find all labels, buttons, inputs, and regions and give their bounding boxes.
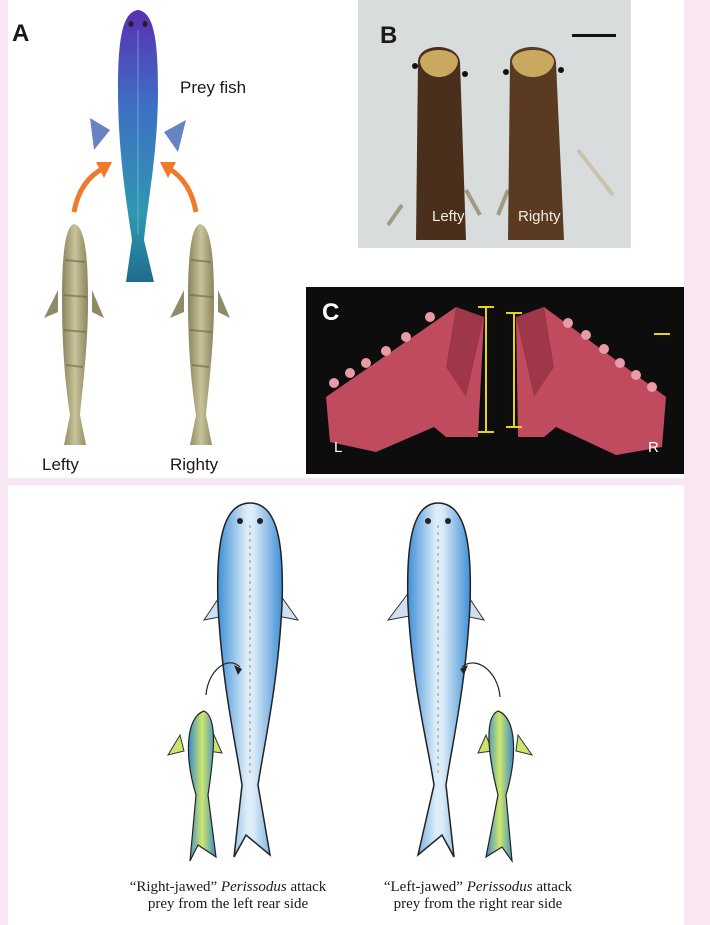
panel-b-righty-label: Righty <box>518 208 561 225</box>
left-jaw-mark: L <box>334 439 342 456</box>
lefty-label: Lefty <box>42 455 79 475</box>
panel-b-lefty-label: Lefty <box>432 208 465 225</box>
perissodus-illustration <box>8 485 684 875</box>
panel-b-fish-photo <box>358 0 631 248</box>
left-prey-fish <box>204 503 298 857</box>
right-attacker-fish <box>478 711 532 861</box>
left-jaw-bone <box>326 307 484 452</box>
panel-c-letter: C <box>322 299 339 327</box>
panel-a-illustration <box>8 0 248 455</box>
right-caption-suffix: attack <box>533 879 573 895</box>
bottom-figure-panel: “Right-jawed” Perissodus attack prey fro… <box>8 485 684 925</box>
left-caption-suffix: attack <box>287 879 327 895</box>
prey-fish-illustration <box>90 10 186 282</box>
left-caption: “Right-jawed” Perissodus attack prey fro… <box>103 879 353 913</box>
panel-b-photo: B Lefty Righty <box>358 0 631 248</box>
panel-c-scale-bar <box>654 333 670 335</box>
right-prey-fish <box>388 503 484 857</box>
scale-bar <box>572 34 616 37</box>
left-caption-line2: prey from the left rear side <box>148 896 308 912</box>
right-jaw-mark: R <box>648 439 659 456</box>
panel-c-jaw-photo <box>306 287 684 474</box>
attack-arrow-right <box>160 162 196 212</box>
left-caption-genus: Perissodus <box>221 879 287 895</box>
attack-arrow-left <box>74 162 112 212</box>
lefty-fish-illustration <box>44 224 104 445</box>
right-caption-prefix: “Left-jawed” <box>384 879 467 895</box>
right-jaw-bone <box>516 307 666 455</box>
left-caption-prefix: “Right-jawed” <box>130 879 221 895</box>
panel-b-letter: B <box>380 22 397 50</box>
righty-label: Righty <box>170 455 218 475</box>
right-caption: “Left-jawed” Perissodus attack prey from… <box>353 879 603 913</box>
top-figure-panel: A Prey fish Lefty Righty <box>8 0 684 478</box>
left-attacker-fish <box>168 711 222 861</box>
panel-c-photo: C L R <box>306 287 684 474</box>
right-attack-path-arrow <box>462 663 500 697</box>
right-caption-genus: Perissodus <box>467 879 533 895</box>
right-caption-line2: prey from the right rear side <box>394 896 563 912</box>
righty-fish-illustration <box>170 224 230 445</box>
